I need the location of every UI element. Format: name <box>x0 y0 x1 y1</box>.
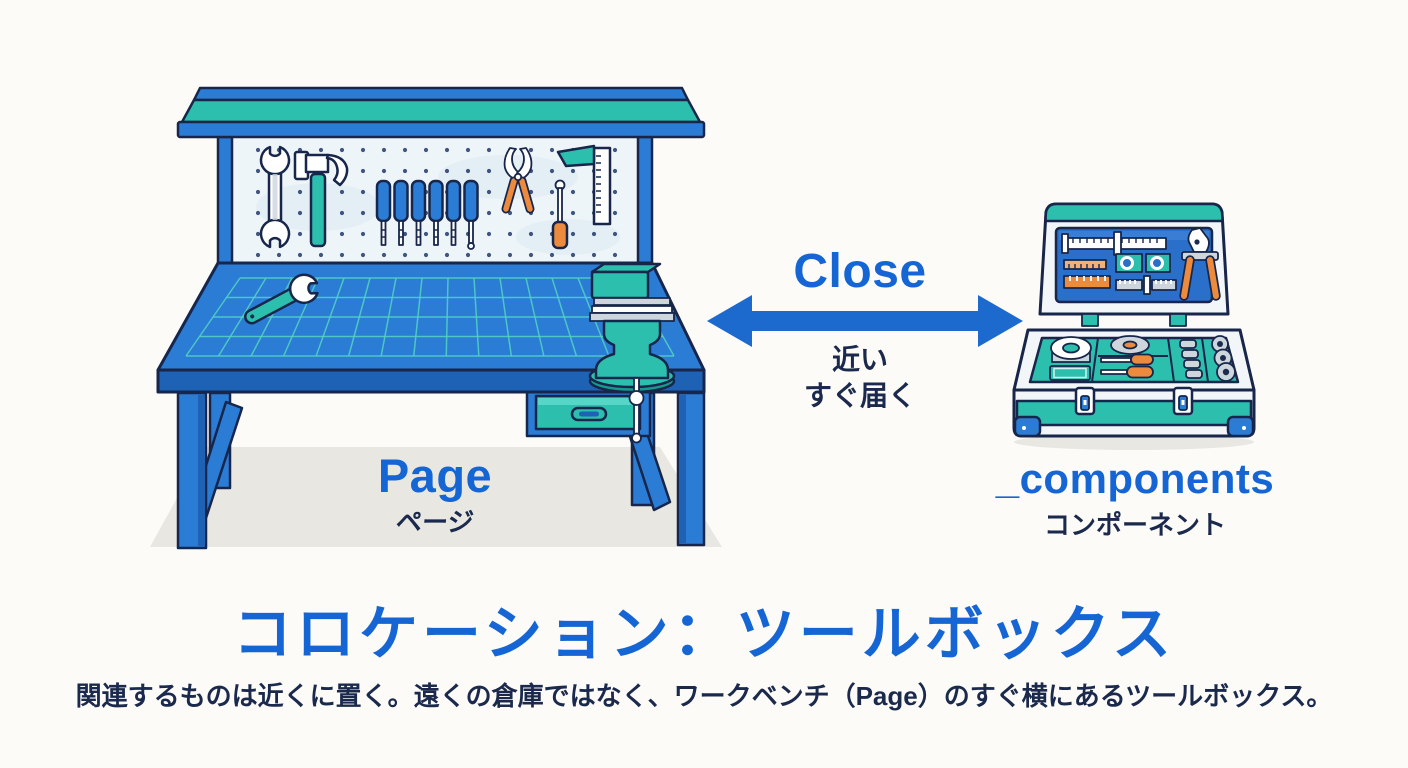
close-label: Close <box>793 245 927 298</box>
vise-icon <box>588 262 676 444</box>
toolbox-label-ja: コンポーネント <box>1043 510 1226 540</box>
hammer-icon <box>293 150 349 248</box>
page-title: コロケーション：ツールボックス <box>232 601 1176 667</box>
tray-screwdrivers-icon <box>1100 353 1154 379</box>
tape-roll-icon <box>1050 336 1092 363</box>
toolbox-base <box>1012 328 1256 438</box>
socket-set-icon <box>1179 335 1236 382</box>
wrench-icon <box>259 145 291 249</box>
lid-small-rulers-icon <box>1115 275 1177 295</box>
hinge-tab <box>1081 313 1099 327</box>
workbench-illustration <box>150 86 722 550</box>
page-subtitle: 関連するものは近くに置く。遠くの倉庫ではなく、ワークベンチ（Page）のすぐ横に… <box>75 681 1333 711</box>
toolbox-illustration <box>1012 202 1256 450</box>
square-ruler-icon <box>556 144 612 226</box>
toolbox-front-band <box>1015 399 1253 427</box>
toolbox-shadow <box>1014 434 1254 450</box>
lid-crimper-icon <box>1179 227 1221 301</box>
lid-connector-icon <box>1115 253 1171 273</box>
toolbox-lid <box>1038 202 1230 327</box>
close-note-ja-2: すぐ届く <box>803 380 916 411</box>
toolbox-foot <box>1226 415 1255 438</box>
screwdriver-set-icon <box>375 179 479 250</box>
close-arrow-icon <box>707 295 1023 347</box>
workbench-label-ja: ページ <box>394 507 476 537</box>
toolbox-latch <box>1074 386 1096 416</box>
toolbox-foot <box>1013 415 1042 438</box>
floor-shadow <box>150 447 722 547</box>
lid-ruler-icon <box>1061 231 1167 256</box>
saw-blade-icon <box>1110 335 1150 355</box>
toolbox-latch <box>1172 386 1194 416</box>
workbench-label-en: Page <box>377 449 493 502</box>
parts-box-icon <box>1049 365 1091 381</box>
hinge-tab <box>1169 313 1187 327</box>
toolbox-label-en: _components <box>995 455 1275 502</box>
screwdriver-icon <box>551 179 569 250</box>
pliers-icon <box>501 147 535 214</box>
top-shelf <box>176 86 706 139</box>
close-note-ja-1: 近い <box>831 344 888 375</box>
lid-orange-ruler-icon <box>1063 275 1111 289</box>
lid-peach-ruler-icon <box>1063 259 1107 270</box>
table-wrench-icon <box>244 272 320 325</box>
